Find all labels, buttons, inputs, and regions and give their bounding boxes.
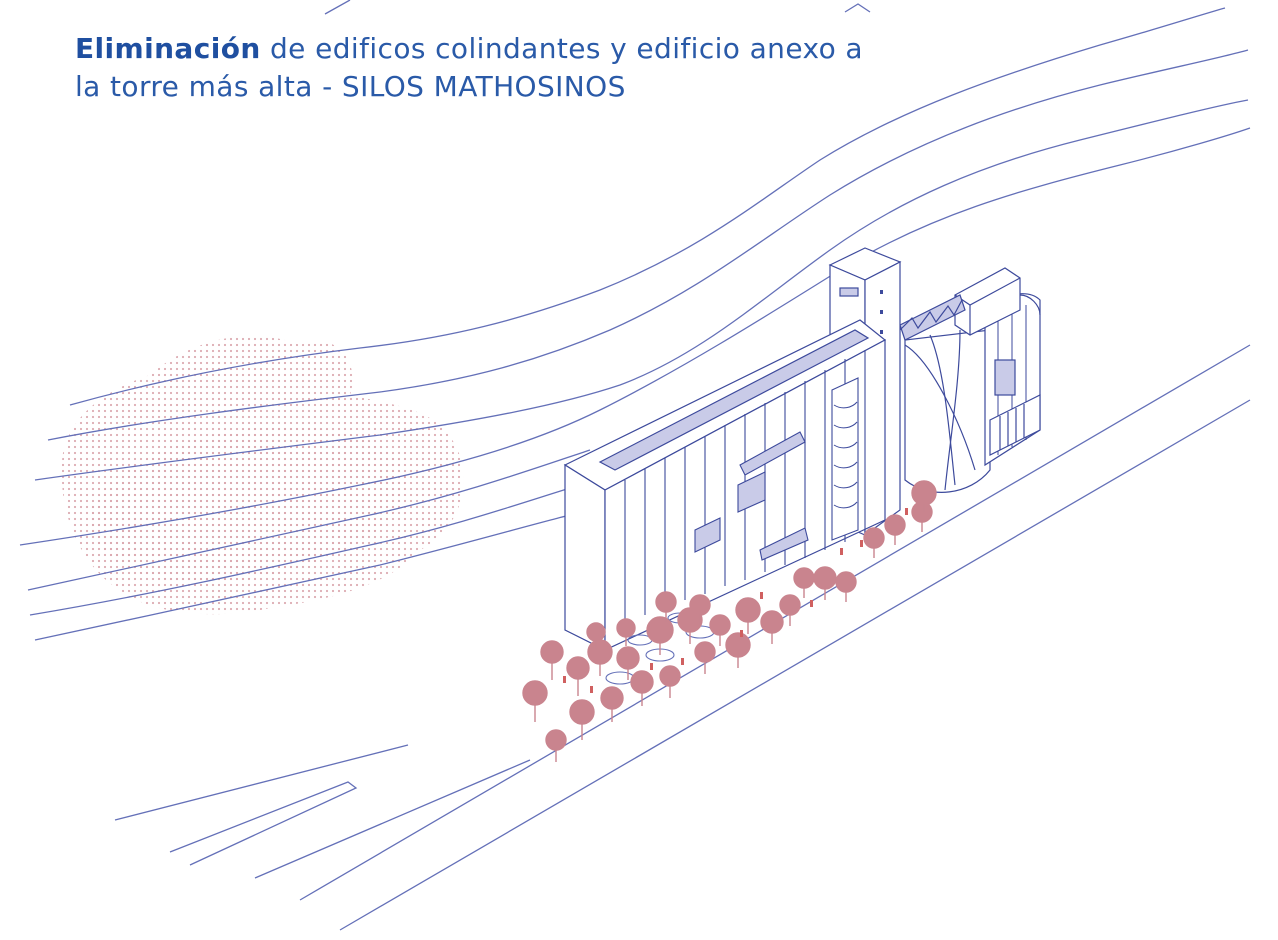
terrain-contours: [19, 7, 1251, 641]
tree: [545, 729, 567, 762]
tree: [616, 646, 640, 680]
dotted-terrain-area-dense: [89, 426, 406, 583]
tree: [659, 665, 681, 698]
tree: [760, 610, 784, 644]
tree: [522, 680, 548, 722]
tree: [587, 639, 613, 676]
tree: [569, 699, 595, 740]
tree: [540, 640, 564, 680]
tree: [813, 566, 837, 600]
tree: [709, 614, 731, 646]
tree: [655, 591, 677, 622]
title-bold-word: Eliminación: [75, 32, 261, 65]
tree: [694, 641, 716, 674]
silo-rings: [833, 401, 858, 509]
tree: [835, 571, 857, 602]
tree: [689, 594, 711, 625]
tree: [911, 501, 933, 532]
tree: [779, 594, 801, 626]
tree: [793, 567, 815, 598]
tree: [735, 597, 761, 634]
tree: [616, 618, 636, 646]
tree: [863, 527, 885, 558]
conveyor-truss: [899, 294, 966, 341]
top-fragments: [324, 0, 871, 15]
tree: [884, 514, 906, 545]
tree: [566, 656, 590, 696]
title-line2: la torre más alta - SILOS MATHOSINOS: [75, 70, 626, 103]
tree: [646, 616, 674, 655]
silo-accent-bands: [694, 377, 859, 561]
tree: [725, 632, 751, 668]
trees: [522, 480, 937, 762]
tree: [586, 622, 606, 650]
diagram-title: Eliminación de edificos colindantes y ed…: [75, 30, 1015, 106]
tree: [911, 480, 937, 512]
annex-silo-group: [904, 267, 1041, 493]
people-figures: [563, 508, 908, 693]
title-line1-rest: de edificos colindantes y edificio anexo…: [260, 32, 863, 65]
road-lines: [114, 344, 1251, 931]
tree: [630, 670, 654, 706]
tree: [600, 686, 624, 722]
